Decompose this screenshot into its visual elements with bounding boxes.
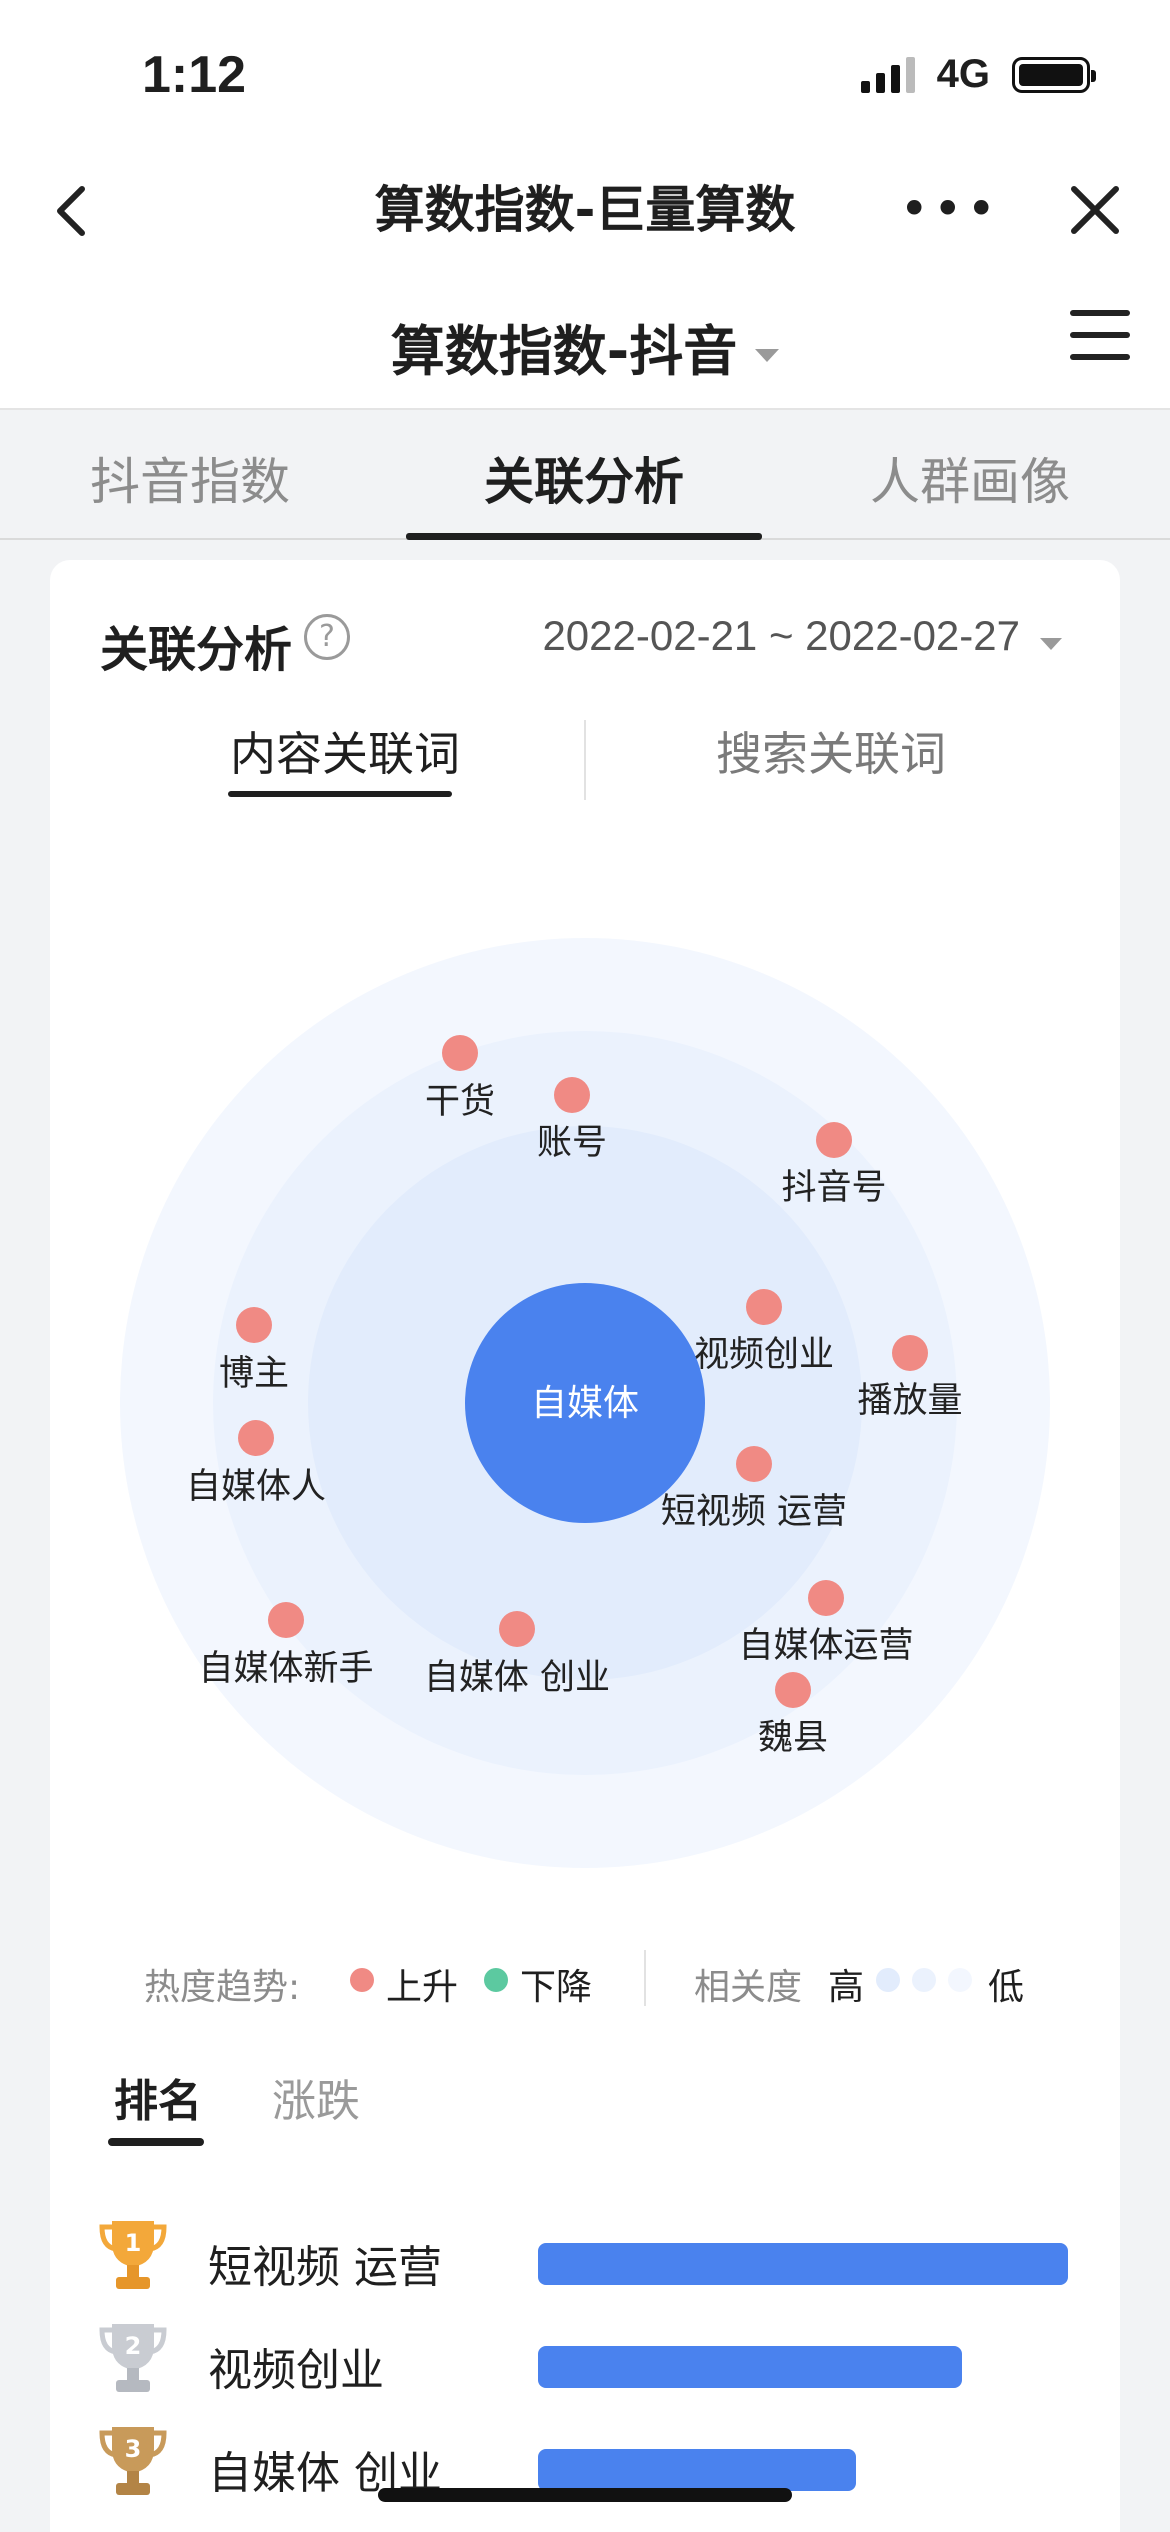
home-indicator[interactable] xyxy=(378,2488,792,2502)
legend: 热度趋势: 上升 下降 相关度 高 低 xyxy=(50,1940,1120,2020)
card-title: 关联分析 xyxy=(100,622,293,678)
term-label[interactable]: 账号 xyxy=(537,1123,607,1163)
caret-down-icon xyxy=(1040,638,1062,650)
legend-down-label: 下降 xyxy=(520,1967,593,2008)
divider xyxy=(644,1950,646,2006)
status-indicators: 4G xyxy=(860,52,1096,97)
center-term: 自媒体 xyxy=(531,1383,639,1424)
term-dot[interactable] xyxy=(554,1077,590,1113)
ranking-row[interactable]: 3 自媒体 创业 xyxy=(50,2421,1120,2511)
legend-relevance-label: 相关度 xyxy=(694,1967,803,2008)
rank-number: 3 xyxy=(125,2435,142,2463)
date-range-selector[interactable]: 2022-02-21 ~ 2022-02-27 xyxy=(542,612,1020,659)
help-icon[interactable]: ? xyxy=(304,614,350,660)
back-icon[interactable] xyxy=(40,175,110,245)
term-label[interactable]: 自媒体运营 xyxy=(738,1626,913,1666)
term-label[interactable]: 自媒体新手 xyxy=(198,1649,373,1689)
caret-down-icon xyxy=(755,348,780,362)
sub-header: 算数指数-抖音 xyxy=(0,265,1170,410)
ranking-tab-indicator xyxy=(108,2138,204,2146)
term-label[interactable]: 播放量 xyxy=(857,1381,962,1421)
nav-bar: 算数指数-巨量算数 ••• xyxy=(0,150,1170,265)
close-icon[interactable] xyxy=(1060,175,1130,245)
status-bar: 1:12 4G xyxy=(0,0,1170,150)
tab-audience-profile[interactable]: 人群画像 xyxy=(870,453,1070,511)
term-dot[interactable] xyxy=(442,1035,478,1071)
tab-change[interactable]: 涨跌 xyxy=(272,2076,360,2127)
status-time: 1:12 xyxy=(142,46,247,104)
gold-trophy-icon: 1 xyxy=(98,2215,168,2295)
term-dot[interactable] xyxy=(892,1335,928,1371)
center-bubble[interactable] xyxy=(465,1283,705,1523)
legend-low-dot xyxy=(948,1968,972,1992)
tab-association-analysis[interactable]: 关联分析 xyxy=(484,453,684,511)
legend-high-dot xyxy=(876,1968,900,1992)
term-label[interactable]: 抖音号 xyxy=(781,1168,886,1208)
term-label[interactable]: 自媒体人 xyxy=(186,1467,326,1507)
subtab-content-terms[interactable]: 内容关联词 xyxy=(230,727,460,781)
bronze-trophy-icon: 3 xyxy=(98,2421,168,2501)
legend-up-label: 上升 xyxy=(386,1967,459,2008)
ranking-row[interactable]: 1 短视频 运营 xyxy=(50,2215,1120,2305)
tab-indicator xyxy=(406,533,762,540)
term-dot[interactable] xyxy=(268,1602,304,1638)
term-dot[interactable] xyxy=(816,1122,852,1158)
ranking-bar xyxy=(538,2346,962,2388)
term-dot[interactable] xyxy=(238,1420,274,1456)
legend-up-dot xyxy=(350,1968,374,1992)
subtab-search-terms[interactable]: 搜索关联词 xyxy=(716,727,946,781)
legend-mid-dot xyxy=(912,1968,936,1992)
term-label[interactable]: 视频创业 xyxy=(694,1335,834,1375)
network-type: 4G xyxy=(936,52,990,96)
platform-selector[interactable]: 算数指数-抖音 xyxy=(0,307,1170,386)
subtab-indicator xyxy=(228,791,452,797)
legend-low-label: 低 xyxy=(988,1967,1025,2008)
analysis-card: 关联分析 ? 2022-02-21 ~ 2022-02-27 内容关联词 搜索关… xyxy=(50,560,1120,2532)
tab-ranking[interactable]: 排名 xyxy=(114,2076,202,2127)
legend-high-label: 高 xyxy=(828,1967,865,2008)
term-label[interactable]: 魏县 xyxy=(758,1718,828,1758)
rank-number: 2 xyxy=(125,2332,142,2360)
term-dot[interactable] xyxy=(746,1289,782,1325)
legend-trend-label: 热度趋势: xyxy=(144,1967,301,2008)
ranking-bar xyxy=(538,2243,1068,2285)
platform-selector-label: 算数指数-抖音 xyxy=(390,320,738,383)
signal-icon xyxy=(860,56,915,93)
term-label[interactable]: 博主 xyxy=(219,1354,289,1394)
more-icon[interactable]: ••• xyxy=(899,180,1000,238)
rank-number: 1 xyxy=(125,2229,142,2257)
ranking-term: 短视频 运营 xyxy=(208,2242,442,2293)
ranking-bar xyxy=(538,2449,856,2491)
ranking-term: 视频创业 xyxy=(208,2345,384,2396)
term-label[interactable]: 干货 xyxy=(425,1082,495,1122)
term-dot[interactable] xyxy=(499,1611,535,1647)
term-label[interactable]: 自媒体 创业 xyxy=(424,1658,610,1698)
term-dot[interactable] xyxy=(808,1580,844,1616)
ranking-row[interactable]: 2 视频创业 xyxy=(50,2318,1120,2408)
term-dot[interactable] xyxy=(775,1672,811,1708)
menu-icon[interactable] xyxy=(1070,310,1130,360)
tab-douyin-index[interactable]: 抖音指数 xyxy=(90,453,290,511)
legend-down-dot xyxy=(484,1968,508,1992)
top-tabs: 抖音指数 关联分析 人群画像 xyxy=(0,412,1170,540)
silver-trophy-icon: 2 xyxy=(98,2318,168,2398)
divider xyxy=(584,720,586,800)
term-label[interactable]: 短视频 运营 xyxy=(661,1492,847,1532)
term-dot[interactable] xyxy=(236,1307,272,1343)
battery-icon xyxy=(1012,56,1096,93)
term-dot[interactable] xyxy=(736,1446,772,1482)
